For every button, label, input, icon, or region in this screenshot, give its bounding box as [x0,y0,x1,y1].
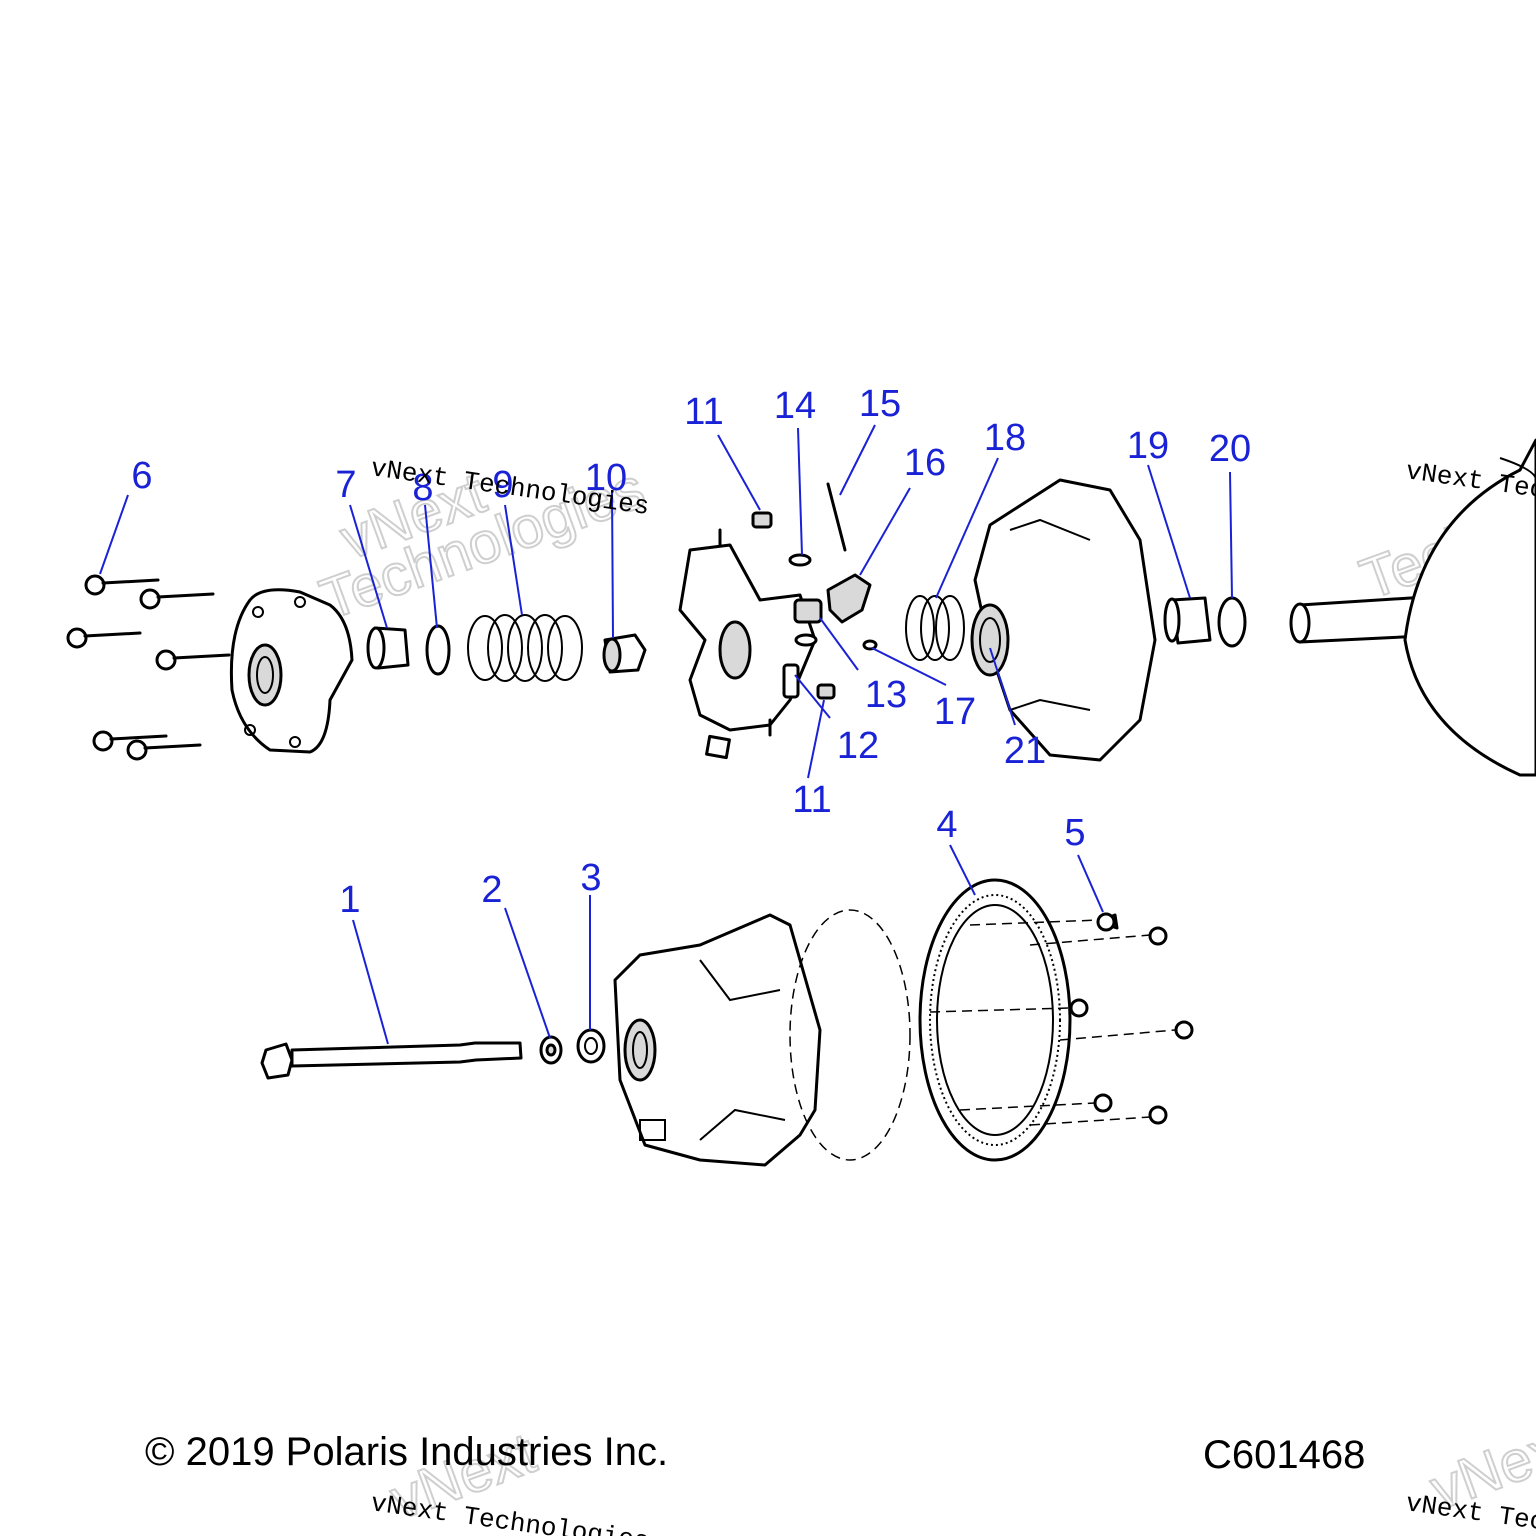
bushing-part-7 [366,626,410,670]
callout-1: 1 [339,879,360,921]
callout-12: 12 [837,725,879,767]
callout-4: 4 [936,804,957,846]
callout-3: 3 [580,857,601,899]
flyweight-part-16 [826,573,872,624]
snap-ring-part-8 [425,624,451,676]
pin-part-15 [826,482,847,552]
diagram-id: C601468 [1203,1433,1365,1477]
spring-part-18 [905,595,965,661]
bolt-part-1 [260,1041,523,1080]
callout-20: 20 [1209,428,1251,470]
copyright-text: © 2019 Polaris Industries Inc. [145,1430,668,1474]
callout-2: 2 [481,869,502,911]
ring-part-20 [1217,596,1247,648]
spider-assembly [678,528,817,760]
roller-part-13 [793,598,823,624]
callout-17: 17 [934,691,976,733]
callout-11-bottom: 11 [792,779,831,821]
retainer-part-10 [602,633,647,674]
cover-plate [229,588,354,754]
alignment-lines [929,919,1176,1126]
callout-19: 19 [1127,425,1169,467]
part-17 [862,639,878,651]
callout-14: 14 [774,385,816,427]
bushing-part-19 [1163,596,1212,645]
callout-5: 5 [1064,812,1085,854]
callout-15: 15 [859,383,901,425]
callout-21: 21 [1004,730,1046,772]
callout-10: 10 [585,457,627,499]
callout-13: 13 [865,674,907,716]
bolts-part-6 [66,574,231,761]
callout-9: 9 [492,464,513,506]
movable-sheave [970,478,1157,762]
callout-6: 6 [131,455,152,497]
button-part-11-bottom [816,683,836,700]
callout-16: 16 [904,442,946,484]
callout-8: 8 [412,467,433,509]
washer-part-3 [576,1028,606,1064]
screws-part-5 [1069,912,1194,1125]
spring-part-9 [467,614,583,682]
pin-part-12 [782,663,800,699]
callout-11-top: 11 [684,391,723,433]
callout-7: 7 [335,464,356,506]
callout-labels: 1 2 3 4 5 6 7 8 9 10 11 11 12 13 14 15 1… [131,383,1251,921]
ring-gear-part-4 [918,878,1072,1162]
leader-lines [99,424,1233,1045]
sheave-disk-outline [789,909,911,1161]
fixed-sheave-upper [1289,438,1536,777]
clutch-assembly [613,913,822,1167]
button-part-11-top [751,511,773,529]
callout-18: 18 [984,417,1026,459]
washers-part-13-14 [788,553,818,647]
